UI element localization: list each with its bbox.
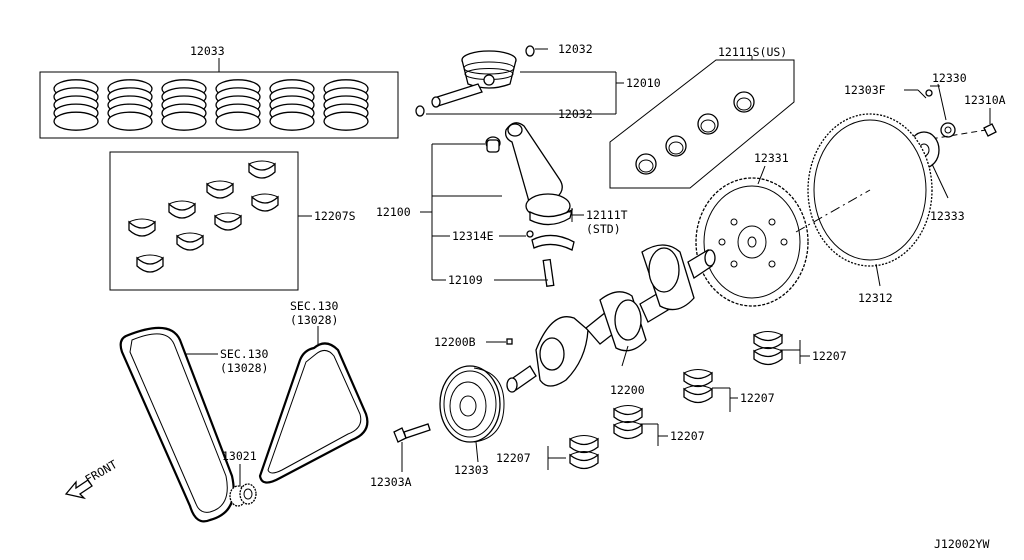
piston-ring	[53, 79, 99, 131]
label-conrod-bearing-std-note: (STD)	[586, 222, 621, 236]
conrod-bearing-shell	[665, 135, 687, 157]
label-crank-pulley: 12303	[454, 463, 489, 477]
main-bearing-group-d[interactable]	[569, 435, 599, 470]
piston-ring	[215, 79, 261, 131]
label-reinforcement-plate: 12333	[930, 209, 965, 223]
label-pulley-bolt: 12303A	[370, 475, 412, 489]
bearing-shell	[214, 212, 242, 231]
main-bearing-set[interactable]	[109, 151, 312, 291]
label-crankshaft: 12200	[610, 383, 645, 397]
timing-chain-left[interactable]	[119, 326, 235, 523]
label-main-bearing-set: 12207S	[314, 209, 356, 223]
piston-pin-clip-top	[525, 45, 535, 57]
front-arrow	[64, 479, 93, 500]
conrod-bearing-us-set[interactable]	[609, 56, 795, 189]
label-ring-gear: 12312	[858, 291, 893, 305]
flywheel-fasteners[interactable]	[904, 83, 997, 143]
conrod-bearing-shell	[733, 91, 755, 113]
bearing-shell	[128, 218, 156, 237]
main-bearing-group-a[interactable]	[753, 331, 783, 366]
label-sec-left: SEC.130	[220, 347, 269, 361]
crank-sprocket[interactable]	[229, 464, 257, 507]
ring-gear[interactable]	[807, 113, 933, 287]
diagram-code: J12002YW	[934, 537, 989, 551]
bearing-shell	[168, 200, 196, 219]
piston-ring	[323, 79, 369, 131]
piston-ring-set[interactable]	[39, 58, 399, 139]
label-conrod-nut: 12314E	[452, 229, 494, 243]
bearing-shell	[206, 180, 234, 199]
piston-ring	[161, 79, 207, 131]
main-bearing-group-c[interactable]	[613, 405, 643, 440]
label-sec-left-code: (13028)	[220, 361, 268, 375]
label-conrod-bolt: 12109	[448, 273, 483, 287]
drive-plate[interactable]	[695, 165, 871, 307]
label-main-bearing-b: 12207	[740, 391, 775, 405]
bearing-shell	[136, 254, 164, 273]
piston-ring	[269, 79, 315, 131]
label-piston-pin-clip-bottom: 12032	[558, 107, 593, 121]
label-flywheel-bolt-pin: 12303F	[844, 83, 886, 97]
label-piston-assembly: 12010	[626, 76, 661, 90]
crank-pulley-bolt[interactable]	[393, 423, 431, 472]
conrod-bearing-shell	[697, 113, 719, 135]
label-sec-top-code: (13028)	[290, 313, 338, 327]
crank-pulley[interactable]	[439, 365, 505, 463]
label-conrod-assembly: 12100	[376, 205, 411, 219]
label-main-bearing-d: 12207	[496, 451, 531, 465]
label-conrod-bearing-us: 12111S(US)	[718, 45, 787, 59]
label-flywheel-bolt: 12310A	[964, 93, 1006, 107]
timing-chain-right[interactable]	[258, 326, 369, 484]
label-drive-plate: 12331	[754, 151, 789, 165]
bearing-shell	[176, 232, 204, 251]
crankshaft-key[interactable]	[486, 338, 513, 345]
bearing-shell	[251, 193, 279, 212]
label-key: 12200B	[434, 335, 476, 349]
label-piston-rings: 12033	[190, 44, 225, 58]
piston-assembly[interactable]	[415, 45, 624, 117]
label-piston-pin-clip-top: 12032	[558, 42, 593, 56]
label-main-bearing-c: 12207	[670, 429, 705, 443]
label-sec-top: SEC.130	[290, 299, 339, 313]
label-conrod-bearing-std-code: 12111T	[586, 208, 628, 222]
label-sprocket: 13021	[222, 449, 257, 463]
label-front-arrow: FRONT	[83, 457, 120, 486]
piston-pin-clip-bottom	[415, 105, 425, 117]
bearing-shell	[248, 160, 276, 179]
label-main-bearing-a: 12207	[812, 349, 847, 363]
crankshaft[interactable]	[506, 244, 716, 393]
label-flywheel-plate: 12330	[932, 71, 967, 85]
piston-ring	[107, 79, 153, 131]
connecting-rod[interactable]	[420, 122, 584, 288]
main-bearing-group-b[interactable]	[683, 369, 713, 404]
conrod-bearing-shell	[635, 153, 657, 175]
